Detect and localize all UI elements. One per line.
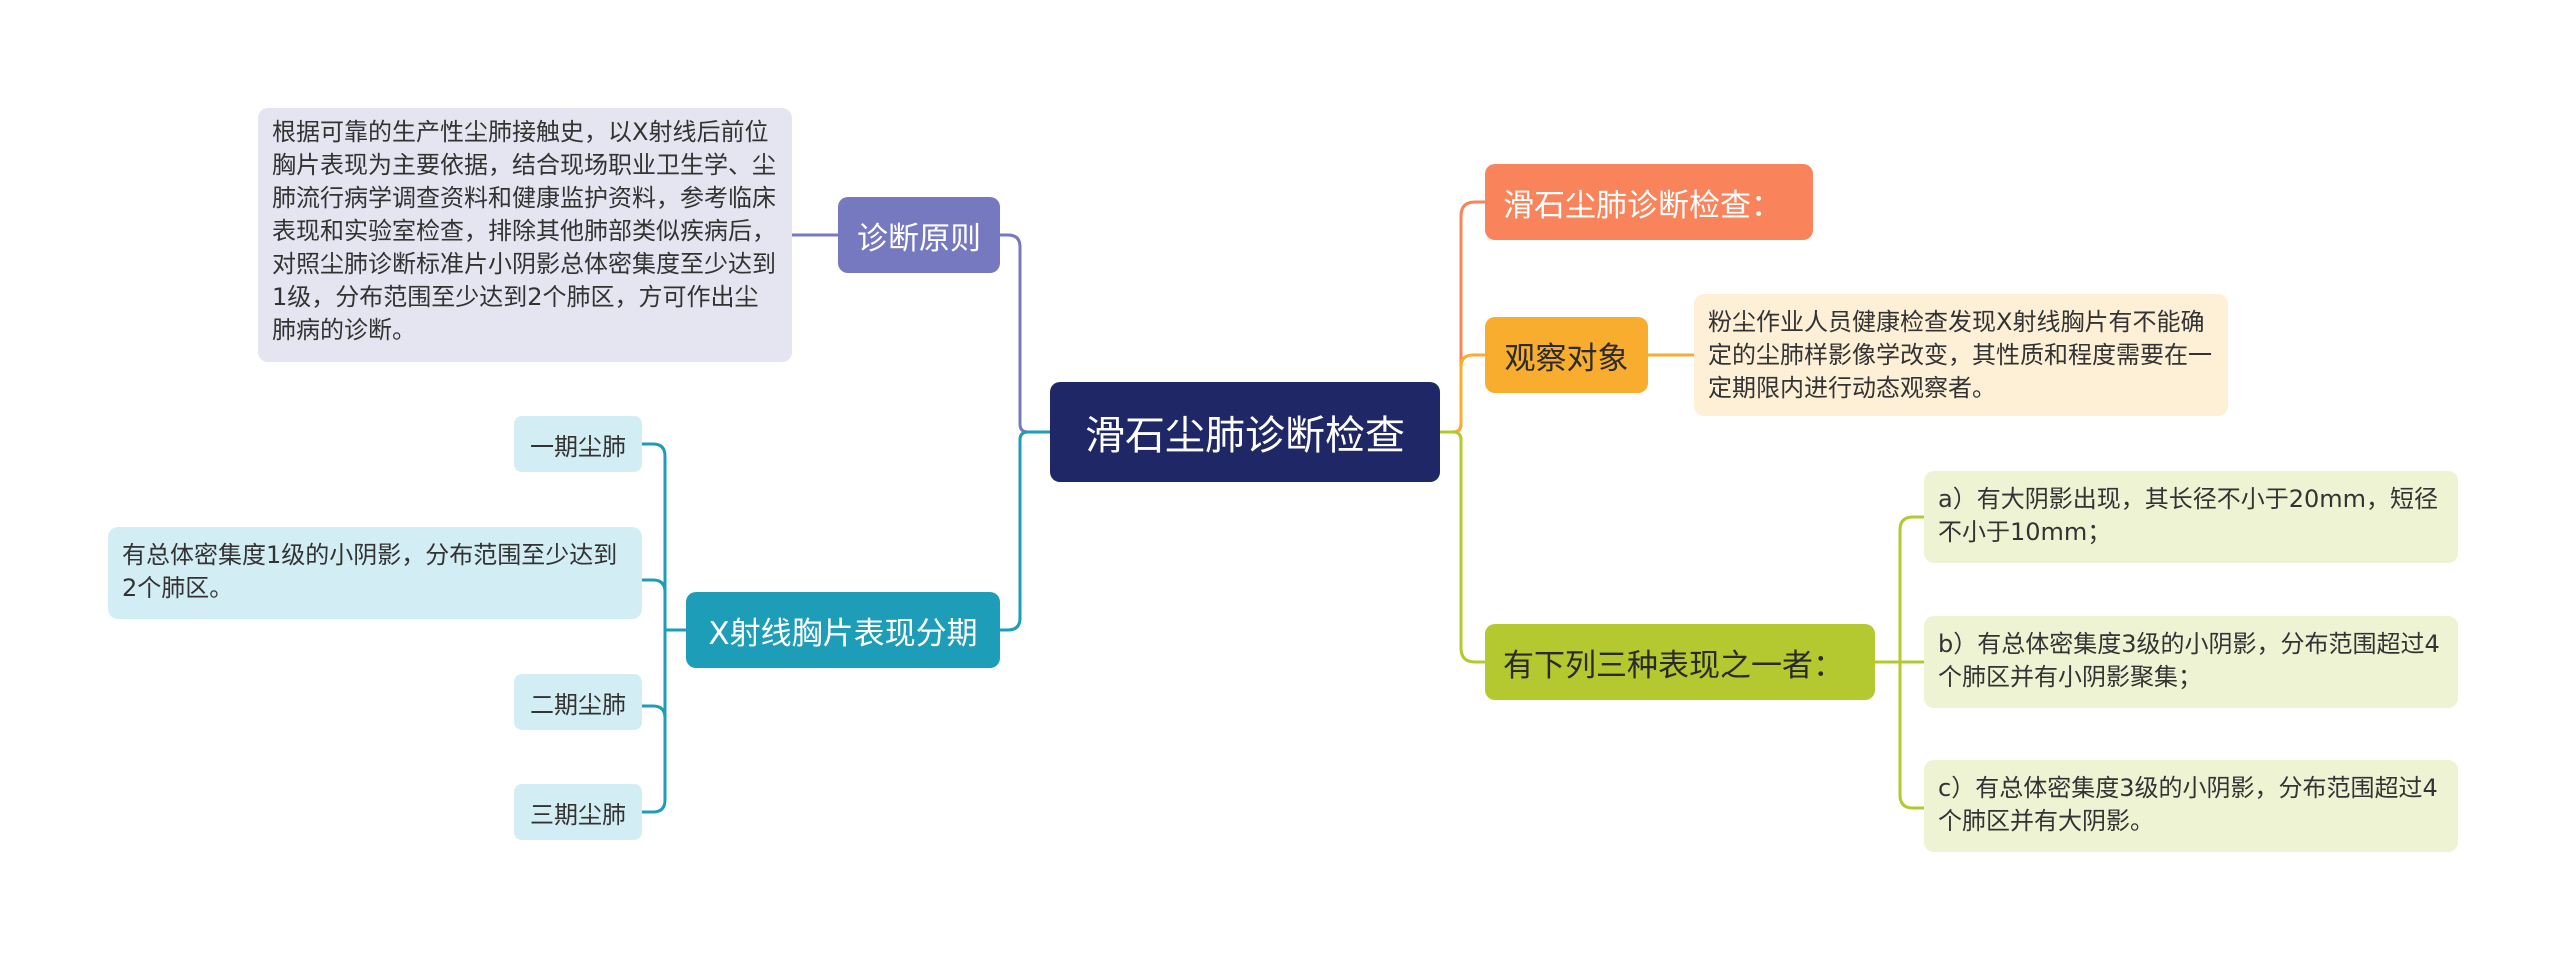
- branch-diagnosis-principle[interactable]: 诊断原则: [838, 197, 1000, 273]
- link-root-criteria: [1440, 430, 1485, 664]
- link-root-observe: [1440, 353, 1485, 434]
- stage-3-label[interactable]: 三期尘肺: [514, 784, 642, 840]
- stage-2-label[interactable]: 二期尘肺: [514, 674, 642, 730]
- root-topic[interactable]: 滑石尘肺诊断检查: [1050, 382, 1440, 482]
- principle-description-card[interactable]: 根据可靠的生产性尘肺接触史，以X射线后前位胸片表现为主要依据，结合现场职业卫生学…: [258, 108, 792, 362]
- stage-1-description[interactable]: 有总体密集度1级的小阴影，分布范围至少达到2个肺区。: [108, 527, 642, 619]
- link-root-xray: [1000, 430, 1050, 632]
- stage-1-label[interactable]: 一期尘肺: [514, 416, 642, 472]
- branch-xray-staging[interactable]: X射线胸片表现分期: [686, 592, 1000, 668]
- branch-criteria[interactable]: 有下列三种表现之一者：: [1485, 624, 1875, 700]
- criteria-item-a[interactable]: a）有大阴影出现，其长径不小于20mm，短径不小于10mm；: [1924, 471, 2458, 563]
- branch-observation-subject[interactable]: 观察对象: [1485, 317, 1648, 393]
- observation-description-card[interactable]: 粉尘作业人员健康检查发现X射线胸片有不能确定的尘肺样影像学改变，其性质和程度需要…: [1694, 294, 2228, 416]
- branch-exam-heading[interactable]: 滑石尘肺诊断检查：: [1485, 164, 1813, 240]
- criteria-item-b[interactable]: b）有总体密集度3级的小阴影，分布范围超过4个肺区并有小阴影聚集；: [1924, 616, 2458, 708]
- link-xray-stages: [642, 442, 686, 814]
- link-root-principle: [1000, 233, 1050, 434]
- link-criteria-items: [1875, 515, 1924, 810]
- criteria-item-c[interactable]: c）有总体密集度3级的小阴影，分布范围超过4个肺区并有大阴影。: [1924, 760, 2458, 852]
